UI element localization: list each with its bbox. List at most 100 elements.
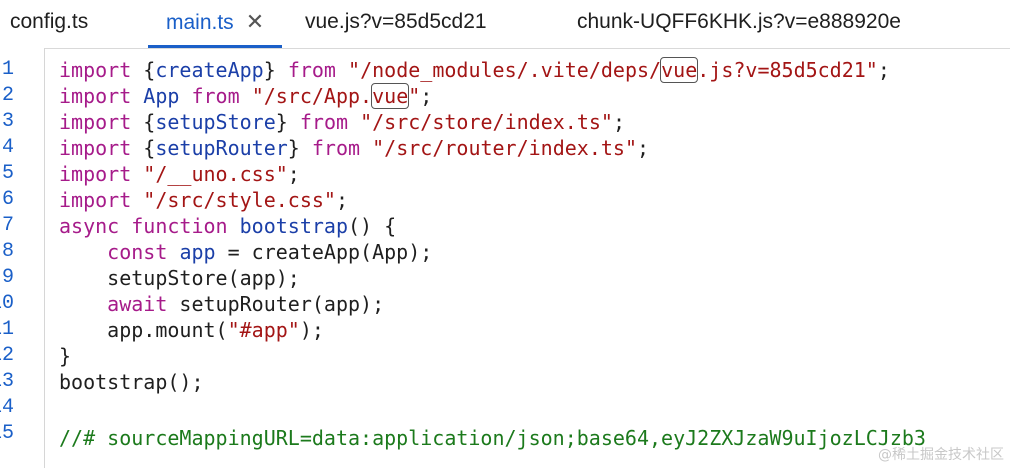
- code-keyword: import: [59, 58, 132, 82]
- code-line: import "/src/style.css";: [59, 187, 348, 213]
- code-keyword: await: [107, 292, 168, 316]
- code-text: bootstrap();: [59, 370, 204, 394]
- code-keyword: import: [59, 84, 132, 108]
- code-identifier: App: [143, 84, 180, 108]
- code-identifier: bootstrap: [239, 214, 349, 238]
- code-string: "/node_modules/.vite/deps/: [348, 58, 662, 82]
- tab-main-ts[interactable]: main.ts ✕: [148, 0, 283, 48]
- code-line: }: [59, 343, 71, 369]
- code-line: //# sourceMappingURL=data:application/js…: [59, 425, 926, 451]
- code-punct: ;: [612, 110, 625, 134]
- code-punct: ;: [335, 188, 348, 212]
- code-indent: [59, 292, 107, 316]
- code-punct: ;: [637, 136, 650, 160]
- code-string: "/src/style.css": [143, 188, 336, 212]
- tab-label: chunk-UQFF6KHK.js?v=e888920e: [577, 10, 901, 33]
- code-indent: [59, 240, 107, 264]
- code-punct: {: [131, 110, 156, 134]
- code-string: ": [408, 84, 421, 108]
- tab-label: main.ts: [166, 11, 234, 34]
- code-punct: {: [131, 58, 156, 82]
- code-line: import App from "/src/App.vue";: [59, 83, 432, 109]
- code-indent: [59, 318, 107, 342]
- line-number: 15: [0, 422, 14, 445]
- code-text: setupStore(app);: [107, 266, 300, 290]
- code-comment: //# sourceMappingURL=data:application/js…: [59, 426, 926, 450]
- code-line: import {setupStore} from "/src/store/ind…: [59, 109, 625, 135]
- tab-chunk-js[interactable]: chunk-UQFF6KHK.js?v=e888920e: [577, 0, 901, 46]
- code-space: [131, 84, 143, 108]
- code-space: [360, 136, 372, 160]
- code-space: [179, 84, 191, 108]
- code-space: [336, 58, 348, 82]
- search-highlight: vue: [660, 57, 699, 83]
- code-keyword: import: [59, 188, 132, 212]
- code-line: import {setupRouter} from "/src/router/i…: [59, 135, 649, 161]
- code-string: "/src/store/index.ts": [360, 110, 613, 134]
- code-space: [348, 110, 360, 134]
- code-keyword: from: [311, 136, 361, 160]
- code-string: "/__uno.css": [143, 162, 288, 186]
- code-text: }: [59, 344, 72, 368]
- line-number: 8: [1, 240, 14, 263]
- code-line: bootstrap();: [59, 369, 204, 395]
- line-number: 2: [1, 84, 14, 107]
- code-keyword: import: [59, 136, 132, 160]
- code-identifier: app: [179, 240, 216, 264]
- code-text: app.mount(: [107, 318, 228, 342]
- code-keyword: function: [131, 214, 228, 238]
- code-identifier: setupStore: [155, 110, 276, 134]
- code-string: "/src/router/index.ts": [372, 136, 638, 160]
- code-identifier: createApp: [155, 58, 264, 82]
- line-number: 4: [1, 136, 14, 159]
- code-keyword: from: [191, 84, 240, 108]
- code-string: .js?v=85d5cd21": [697, 58, 878, 82]
- code-line: import "/__uno.css";: [59, 161, 300, 187]
- tab-config-ts[interactable]: config.ts: [10, 0, 88, 46]
- code-line: await setupRouter(app);: [59, 291, 384, 317]
- code-string: "#app": [227, 318, 300, 342]
- line-number: 10: [0, 292, 14, 315]
- watermark: @稀土掘金技术社区: [878, 447, 1004, 463]
- line-number: 6: [1, 188, 14, 211]
- code-editor[interactable]: 1 2 3 4 5 6 7 8 9 10 11 12 13 14 15 impo…: [0, 48, 1010, 468]
- code-line: setupStore(app);: [59, 265, 300, 291]
- code-text: setupRouter(app);: [167, 292, 385, 316]
- code-space: [119, 214, 131, 238]
- line-number: 14: [0, 396, 14, 419]
- code-line: const app = createApp(App);: [59, 239, 432, 265]
- line-number: 12: [0, 344, 14, 367]
- code-punct: ;: [287, 162, 300, 186]
- tab-vue-js[interactable]: vue.js?v=85d5cd21: [305, 0, 487, 46]
- line-number: 1: [1, 58, 14, 81]
- code-indent: [59, 266, 107, 290]
- code-space: [167, 240, 179, 264]
- line-number: 13: [0, 370, 14, 393]
- code-punct: }: [263, 58, 288, 82]
- code-line: import {createApp} from "/node_modules/.…: [59, 57, 890, 83]
- line-number-gutter: 1 2 3 4 5 6 7 8 9 10 11 12 13 14 15: [0, 48, 45, 468]
- code-space: [131, 188, 143, 212]
- code-punct: );: [299, 318, 324, 342]
- code-keyword: const: [107, 240, 168, 264]
- line-number: 11: [0, 318, 14, 341]
- code-line: async function bootstrap() {: [59, 213, 396, 239]
- line-number: 7: [1, 214, 14, 237]
- tab-label: vue.js?v=85d5cd21: [305, 10, 487, 33]
- code-string: "/src/App.: [251, 84, 373, 108]
- search-highlight: vue: [371, 83, 410, 109]
- code-punct: () {: [348, 214, 397, 238]
- code-keyword: import: [59, 110, 132, 134]
- close-icon[interactable]: ✕: [245, 9, 265, 34]
- code-text: = createApp(App);: [215, 240, 433, 264]
- code-space: [131, 162, 143, 186]
- code-keyword: from: [287, 58, 336, 82]
- code-punct: }: [287, 136, 312, 160]
- code-identifier: setupRouter: [155, 136, 288, 160]
- code-space: [228, 214, 240, 238]
- line-number: 5: [1, 162, 14, 185]
- code-punct: }: [275, 110, 300, 134]
- code-keyword: import: [59, 162, 132, 186]
- tab-label: config.ts: [10, 10, 89, 33]
- code-punct: ;: [420, 84, 433, 108]
